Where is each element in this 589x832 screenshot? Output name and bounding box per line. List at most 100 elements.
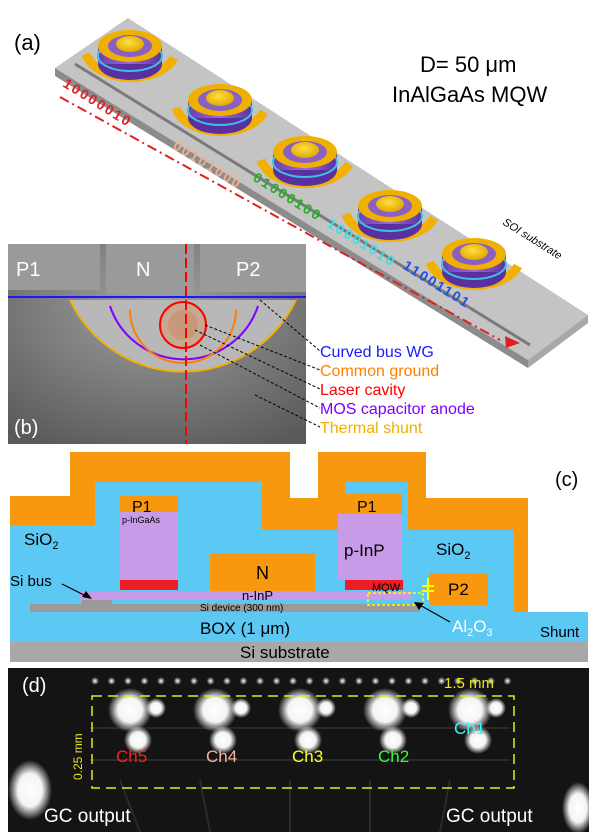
gc-output-right: GC output bbox=[446, 806, 533, 827]
ring-cap bbox=[291, 142, 319, 158]
panel-c-label: (c) bbox=[555, 469, 578, 491]
box-layer bbox=[10, 612, 588, 642]
si-bus-arrowhead bbox=[82, 591, 92, 599]
n-contact bbox=[210, 553, 315, 591]
p1-right-label: P1 bbox=[357, 499, 377, 516]
top-dot bbox=[223, 677, 231, 685]
panel-d-label: (d) bbox=[22, 675, 46, 697]
scale-y-label: 0.25 mm bbox=[71, 733, 85, 780]
ring-cap bbox=[460, 244, 488, 260]
emission-spot bbox=[146, 698, 166, 718]
top-dot bbox=[437, 677, 446, 685]
emission-spot bbox=[316, 698, 336, 718]
emission-spot bbox=[124, 726, 152, 754]
legend-bus-wg: Curved bus WG bbox=[320, 344, 434, 361]
top-dot bbox=[173, 677, 182, 685]
panel-d: (d) 1.5 mm 0.25 mm Ch5 Ch4 Ch3 Ch2 Ch1 G… bbox=[8, 668, 589, 832]
emission-spot bbox=[401, 698, 421, 718]
p1-left-label: P1 bbox=[132, 499, 152, 516]
bus-waveguide bbox=[74, 62, 531, 347]
al2o3-arrowhead bbox=[414, 602, 424, 610]
top-dot bbox=[239, 677, 248, 685]
slab-side bbox=[55, 68, 528, 368]
al2o3-label: Al2O3 bbox=[452, 617, 493, 639]
top-dot bbox=[322, 677, 330, 685]
al2o3-arrow bbox=[417, 603, 451, 623]
slab-front bbox=[528, 315, 588, 368]
p2-contact bbox=[430, 573, 488, 605]
pad-p2 bbox=[200, 244, 306, 292]
emission-spot bbox=[193, 688, 237, 732]
n-inp-label: n-InP bbox=[242, 588, 273, 603]
emission-spot bbox=[108, 688, 152, 732]
si-bus-label: Si bus bbox=[10, 573, 52, 590]
emission-spot bbox=[448, 688, 492, 732]
emission-spot bbox=[231, 698, 251, 718]
ring-laser bbox=[341, 190, 438, 242]
top-dot bbox=[388, 677, 396, 685]
p-inp-label: p-InP bbox=[344, 541, 385, 560]
emission-spot bbox=[363, 688, 407, 732]
legend-mos: MOS capacitor anode bbox=[320, 401, 475, 418]
ring-laser bbox=[425, 238, 522, 290]
emission-spot bbox=[464, 726, 492, 754]
ring-laser bbox=[81, 30, 178, 82]
top-dot bbox=[91, 677, 99, 685]
scale-x-label: 1.5 mm bbox=[444, 675, 494, 692]
channel-label-ch3: Ch3 bbox=[292, 747, 323, 766]
top-dot bbox=[107, 677, 116, 685]
emission-spot bbox=[379, 726, 407, 754]
substrate-label: SOI substrate bbox=[500, 216, 563, 262]
pad-p2-label: P2 bbox=[236, 259, 260, 281]
channel-label-ch4: Ch4 bbox=[206, 747, 237, 766]
mqw-label: MQW bbox=[372, 582, 401, 594]
diameter-label: D= 50 μm bbox=[420, 52, 516, 77]
channel-label-ch1: Ch1 bbox=[454, 719, 485, 738]
channel-label-ch5: Ch5 bbox=[116, 747, 147, 766]
al2o3-box bbox=[367, 592, 424, 606]
top-dot bbox=[157, 677, 165, 685]
cavity-inner bbox=[168, 310, 198, 340]
top-dot bbox=[140, 677, 149, 685]
ring-cap bbox=[206, 90, 234, 106]
top-dot bbox=[470, 677, 479, 685]
panel-b-label: (b) bbox=[14, 417, 38, 439]
si-device-label: Si device (300 nm) bbox=[200, 603, 283, 614]
top-dot bbox=[305, 677, 314, 685]
sio2-right-label: SiO2 bbox=[436, 540, 470, 562]
top-dot bbox=[421, 677, 429, 685]
dash-trace-red bbox=[59, 96, 501, 341]
top-dot bbox=[454, 677, 462, 685]
p2-label: P2 bbox=[448, 580, 469, 599]
emission-spot bbox=[294, 726, 322, 754]
channel-label-ch2: Ch2 bbox=[378, 747, 409, 766]
top-dot bbox=[190, 677, 198, 685]
si-substrate-label: Si substrate bbox=[240, 643, 330, 662]
n-label: N bbox=[256, 563, 269, 583]
top-dot bbox=[404, 677, 413, 685]
pad-p1 bbox=[8, 244, 100, 290]
ring-laser bbox=[171, 84, 268, 136]
top-dot bbox=[272, 677, 281, 685]
p-inp-mesa-right bbox=[338, 502, 402, 580]
top-dot bbox=[338, 677, 347, 685]
mqw-left bbox=[120, 580, 178, 590]
top-dot bbox=[503, 677, 512, 685]
shunt-label: Shunt bbox=[540, 624, 580, 641]
panel-b: P1 N P2 (b) Curved bus WG Common ground … bbox=[8, 244, 475, 444]
gc-output-right-glow bbox=[562, 782, 589, 832]
ring-cap bbox=[376, 196, 404, 212]
legend-shunt: Thermal shunt bbox=[320, 420, 423, 437]
top-dot bbox=[256, 677, 264, 685]
arrow-head bbox=[505, 336, 520, 348]
common-ground bbox=[129, 309, 237, 364]
ring-cap bbox=[116, 36, 144, 52]
top-dot bbox=[487, 677, 495, 685]
top-dot-row bbox=[91, 677, 512, 685]
scale-box bbox=[91, 695, 515, 789]
top-dot bbox=[124, 677, 132, 685]
pad-p1-label: P1 bbox=[16, 259, 40, 281]
top-dot bbox=[206, 677, 215, 685]
top-dot bbox=[371, 677, 380, 685]
